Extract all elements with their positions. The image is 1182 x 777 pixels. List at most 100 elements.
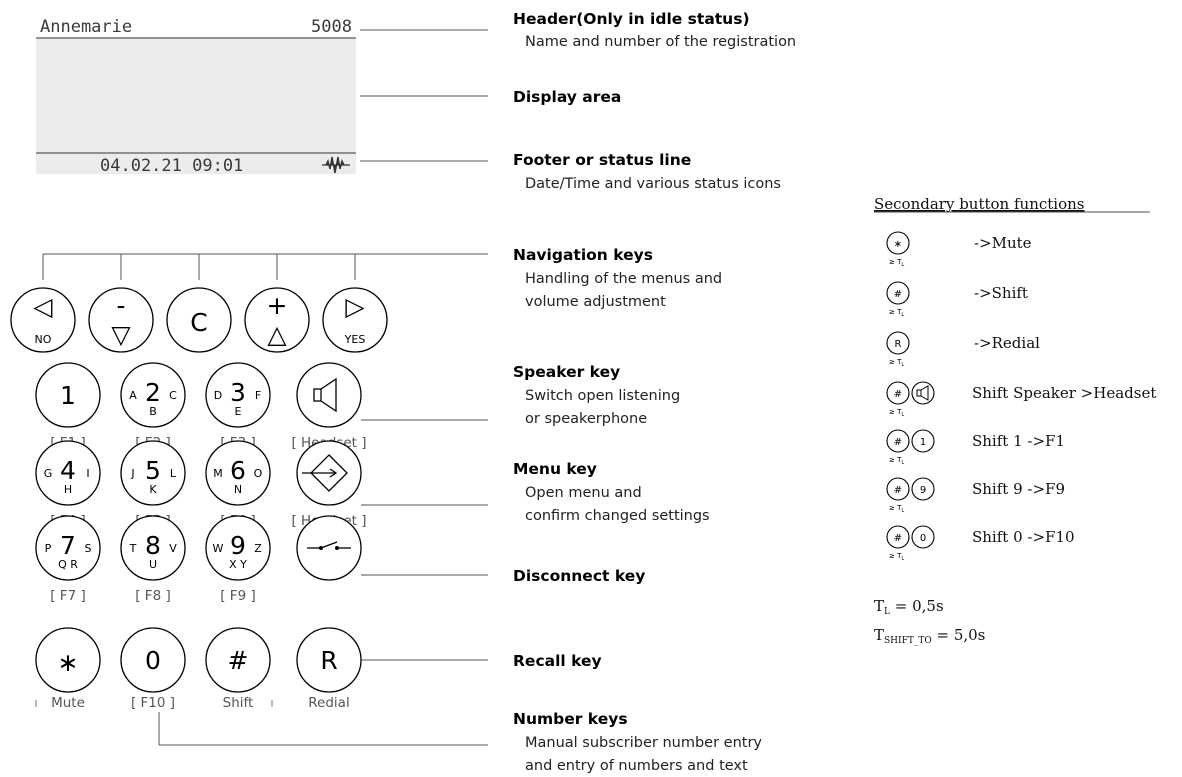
key-8-letter-bottom: U	[149, 558, 157, 571]
secondary-function-text: ->Mute	[974, 234, 1032, 252]
key-3-letter-left: D	[214, 389, 222, 402]
long-press-marker: ≥ TL	[889, 552, 904, 562]
secondary-row: # ≥ TL Shift Speaker >Headset	[886, 381, 1156, 418]
number-key-4[interactable]: 4 G I H	[35, 440, 101, 506]
callout-display-area-title: Display area	[513, 88, 621, 106]
key-9-letter-bottom: X Y	[229, 558, 247, 571]
number-key-7[interactable]: 7 P S Q R	[35, 515, 101, 581]
callout-speaker-desc-2: or speakerphone	[525, 411, 647, 427]
number-key-9[interactable]: 9 W Z X Y	[205, 515, 271, 581]
key-9-digit: 9	[230, 531, 246, 560]
speaker-icon	[313, 377, 337, 413]
secondary-function-text: ->Shift	[974, 284, 1028, 302]
speaker-key[interactable]	[296, 362, 362, 428]
date-time: 04.02.21 09:01	[100, 156, 243, 176]
number-key-0[interactable]: 0	[120, 627, 186, 693]
nav-key-yes[interactable]: ▷ YES	[322, 287, 388, 353]
nav-key-volume-down[interactable]: - ▽	[88, 287, 154, 353]
callout-footer-desc: Date/Time and various status icons	[525, 176, 781, 192]
number-keypad: 1 [ F1 ] 2 A C B [ F2 ] 3 D F E [ F3 ] […	[35, 362, 367, 711]
nav-key-volume-down-arrow: ▽	[111, 320, 131, 349]
callout-number-keys-title: Number keys	[513, 710, 628, 728]
callout-lines	[42, 29, 488, 746]
recall-key[interactable]: R	[296, 627, 362, 693]
navigation-keys: ◁ NO - ▽ C + △ ▷ YES	[10, 287, 388, 353]
callout-footer-title: Footer or status line	[513, 151, 691, 169]
mini-key-icon: #	[886, 429, 910, 453]
key-6-letter-left: M	[213, 467, 223, 480]
key-2-letter-bottom: B	[149, 405, 157, 418]
number-key-3[interactable]: 3 D F E	[205, 362, 271, 428]
callout-disconnect-title: Disconnect key	[513, 567, 645, 585]
nav-key-clear[interactable]: C	[166, 287, 232, 353]
long-press-marker: ≥ TL	[889, 504, 904, 514]
long-press-marker: ≥ TL	[889, 408, 904, 418]
callout-display-area: Display area	[513, 88, 621, 106]
key-9-letter-left: W	[213, 542, 224, 555]
key-3-letter-right: F	[255, 389, 261, 402]
menu-key[interactable]	[296, 440, 362, 506]
key-9-letter-right: Z	[254, 542, 262, 555]
callout-footer: Footer or status line Date/Time and vari…	[513, 151, 781, 192]
secondary-function-text: Shift Speaker >Headset	[972, 384, 1156, 402]
number-key-6[interactable]: 6 M O N	[205, 440, 271, 506]
secondary-functions-panel: Secondary button functions ∗≥ TL->Mute#≥…	[874, 195, 1156, 646]
key-8-digit: 8	[145, 531, 161, 560]
nav-key-volume-down-symbol: -	[116, 291, 125, 320]
secondary-function-text: ->Redial	[974, 334, 1040, 352]
long-press-marker: ≥ TL	[889, 308, 904, 318]
callout-recall: Recall key	[513, 652, 602, 670]
hash-key[interactable]: #	[205, 627, 271, 693]
number-key-1[interactable]: 1	[35, 362, 101, 428]
callout-disconnect: Disconnect key	[513, 567, 645, 585]
number-key-2[interactable]: 2 A C B	[120, 362, 186, 428]
callout-header-desc: Name and number of the registration	[525, 34, 796, 50]
key-3-letter-bottom: E	[235, 405, 242, 418]
mini-key-label: 0	[920, 533, 926, 544]
secondary-function-text: Shift 1 ->F1	[972, 432, 1065, 450]
nav-key-volume-up[interactable]: + △	[244, 287, 310, 353]
menu-icon	[302, 454, 348, 492]
hash-key-symbol: #	[228, 646, 249, 675]
secondary-row: R≥ TL->Redial	[886, 331, 1040, 368]
key-6-letter-right: O	[254, 467, 263, 480]
lcd-display: Annemarie 5008 04.02.21 09:01	[36, 17, 356, 176]
key-4-digit: 4	[60, 456, 76, 485]
key-4-letter-bottom: H	[64, 483, 72, 496]
speaker-mini-key-icon	[911, 381, 935, 405]
callout-number-keys-desc-2: and entry of numbers and text	[525, 758, 748, 774]
mini-key-label: #	[894, 389, 902, 400]
number-key-5[interactable]: 5 J L K	[120, 440, 186, 506]
signal-status-icon	[322, 156, 350, 174]
key-5-digit: 5	[145, 456, 161, 485]
callout-number-keys: Number keys Manual subscriber number ent…	[513, 710, 762, 774]
callout-navigation-desc-2: volume adjustment	[525, 294, 666, 310]
callout-menu: Menu key Open menu and confirm changed s…	[513, 460, 710, 524]
key-7-letter-right: S	[85, 542, 92, 555]
secondary-function-text: Shift 9 ->F9	[972, 480, 1065, 498]
nav-key-no-symbol: ◁	[33, 292, 53, 321]
key-6-digit: 6	[230, 456, 246, 485]
long-press-marker: ≥ TL	[889, 358, 904, 368]
disconnect-key[interactable]	[296, 515, 362, 581]
nav-key-yes-label: YES	[344, 333, 366, 346]
callout-speaker-desc-1: Switch open listening	[525, 388, 680, 404]
number-key-8[interactable]: 8 T V U	[120, 515, 186, 581]
nav-key-no[interactable]: ◁ NO	[10, 287, 76, 353]
mini-key-icon: #	[886, 525, 910, 549]
secondary-row: ∗≥ TL->Mute	[886, 231, 1032, 268]
tshift-definition: TSHIFT_TO = 5,0s	[874, 626, 985, 646]
callout-header: Header(Only in idle status) Name and num…	[513, 10, 796, 50]
nav-key-volume-up-symbol: +	[267, 291, 288, 320]
star-key-symbol: ∗	[58, 648, 79, 677]
callout-header-title: Header(Only in idle status)	[513, 10, 750, 28]
key-4-letter-left: G	[44, 467, 53, 480]
key-2-digit: 2	[145, 378, 161, 407]
key-8-secondary-label: [ F8 ]	[135, 588, 170, 604]
star-key[interactable]: ∗	[35, 627, 101, 693]
key-8-letter-right: V	[169, 542, 177, 555]
callout-speaker-title: Speaker key	[513, 363, 620, 381]
star-key-secondary-label: Mute	[51, 695, 85, 711]
